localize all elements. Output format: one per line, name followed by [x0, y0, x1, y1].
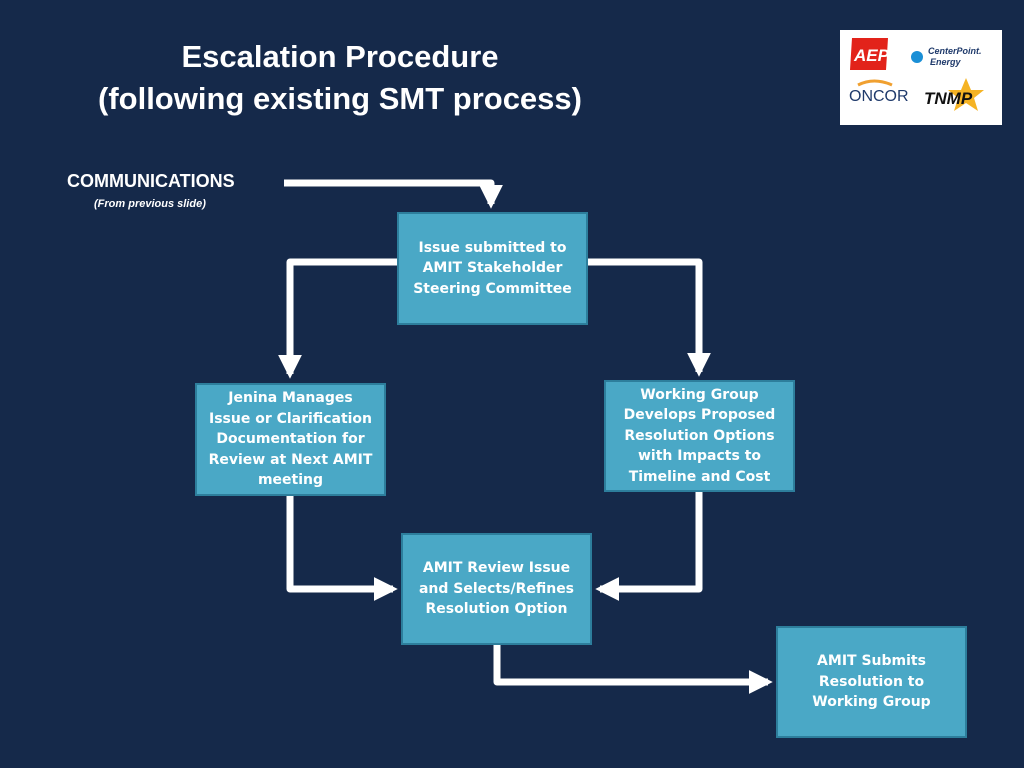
arrow-issue-to-jenina	[278, 258, 398, 379]
title-line-1: Escalation Procedure	[181, 39, 499, 74]
node-amit-review: AMIT Review Issue and Selects/Refines Re…	[401, 533, 592, 645]
node-issue-submitted: Issue submitted to AMIT Stakeholder Stee…	[397, 212, 588, 325]
node-working-group: Working Group Develops Proposed Resoluti…	[604, 380, 795, 492]
title-line-2: (following existing SMT process)	[98, 81, 582, 116]
communications-sublabel: (From previous slide)	[94, 198, 206, 210]
oncor-logo-text: ONCOR	[849, 88, 909, 105]
company-logos: AEP CenterPoint. Energy ONCOR TNMP	[840, 30, 1002, 125]
oncor-logo: ONCOR	[849, 79, 909, 105]
aep-logo: AEP	[850, 38, 890, 70]
communications-label: COMMUNICATIONS	[67, 171, 235, 191]
arrow-jenina-to-review	[286, 496, 398, 601]
tnmp-logo: TNMP	[924, 78, 984, 111]
centerpoint-logo-line1: CenterPoint.	[928, 46, 982, 56]
aep-logo-text: AEP	[853, 46, 890, 65]
centerpoint-logo-line2: Energy	[930, 57, 962, 67]
node-jenina-manages: Jenina Manages Issue or Clarification Do…	[195, 383, 386, 496]
arrow-communications-to-issue	[284, 179, 503, 209]
centerpoint-logo: CenterPoint. Energy	[911, 46, 982, 67]
arrow-issue-to-working-group	[587, 258, 711, 377]
node-amit-submits: AMIT Submits Resolution to Working Group	[776, 626, 967, 738]
page-title: Escalation Procedure (following existing…	[40, 36, 640, 120]
arrow-working-group-to-review	[595, 492, 703, 601]
arrow-review-to-submits	[493, 645, 773, 694]
tnmp-logo-text: TNMP	[924, 89, 973, 108]
